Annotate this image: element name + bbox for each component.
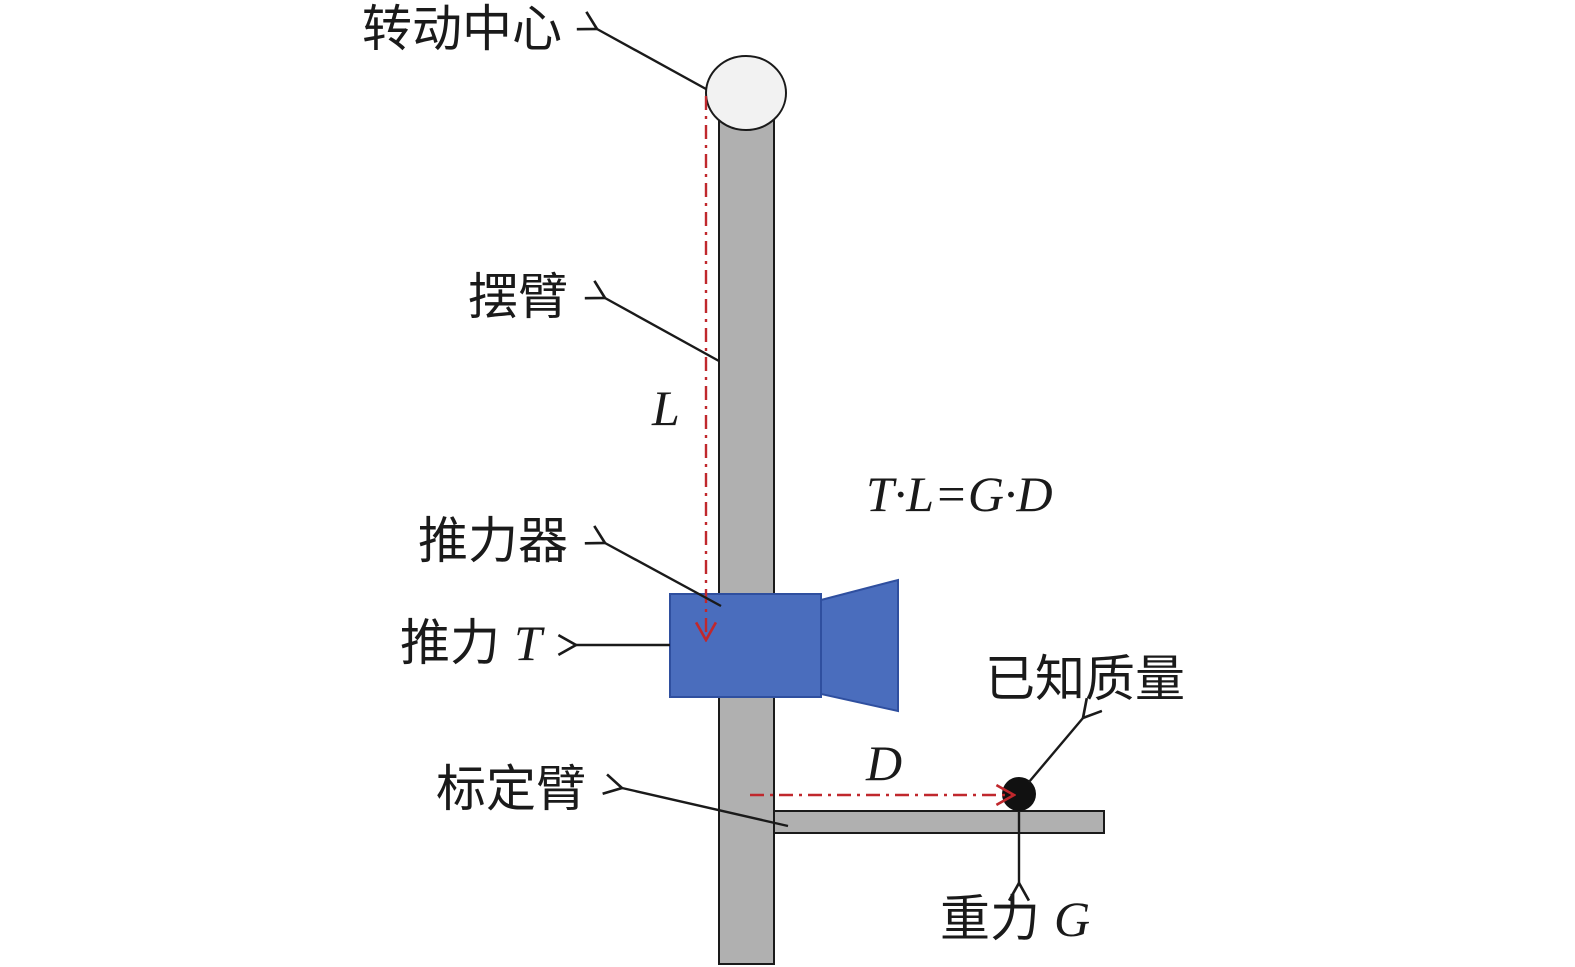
- thruster-leader-arrow: [605, 543, 722, 608]
- thruster-body: [669, 593, 822, 698]
- swing-arm-label: 摆臂: [468, 268, 568, 326]
- t-symbol: T: [514, 615, 545, 671]
- equation-label: T·L=G·D: [866, 466, 1053, 522]
- thruster-nozzle: [820, 578, 899, 713]
- g-symbol: G: [1054, 891, 1090, 947]
- calibration-arm: [773, 810, 1105, 834]
- thruster-label: 推力器: [418, 512, 568, 570]
- calibration-arm-label: 标定臂: [436, 760, 586, 818]
- pivot-leader-arrow: [597, 29, 707, 91]
- gravity-text: 重力: [940, 890, 1040, 948]
- known-mass: [1002, 777, 1036, 811]
- known-mass-label: 已知质量: [985, 650, 1185, 708]
- swing-arm-leader-arrow: [605, 298, 720, 363]
- swing-arm: [718, 97, 775, 965]
- calibration-arm-leader-arrow: [622, 788, 789, 828]
- l-symbol: L: [651, 380, 680, 436]
- d-symbol: D: [865, 735, 902, 791]
- known-mass-leader-arrow: [1028, 718, 1083, 783]
- pivot-circle: [705, 55, 787, 131]
- thrust-text: 推力: [400, 614, 500, 672]
- pivot-label: 转动中心: [362, 0, 562, 58]
